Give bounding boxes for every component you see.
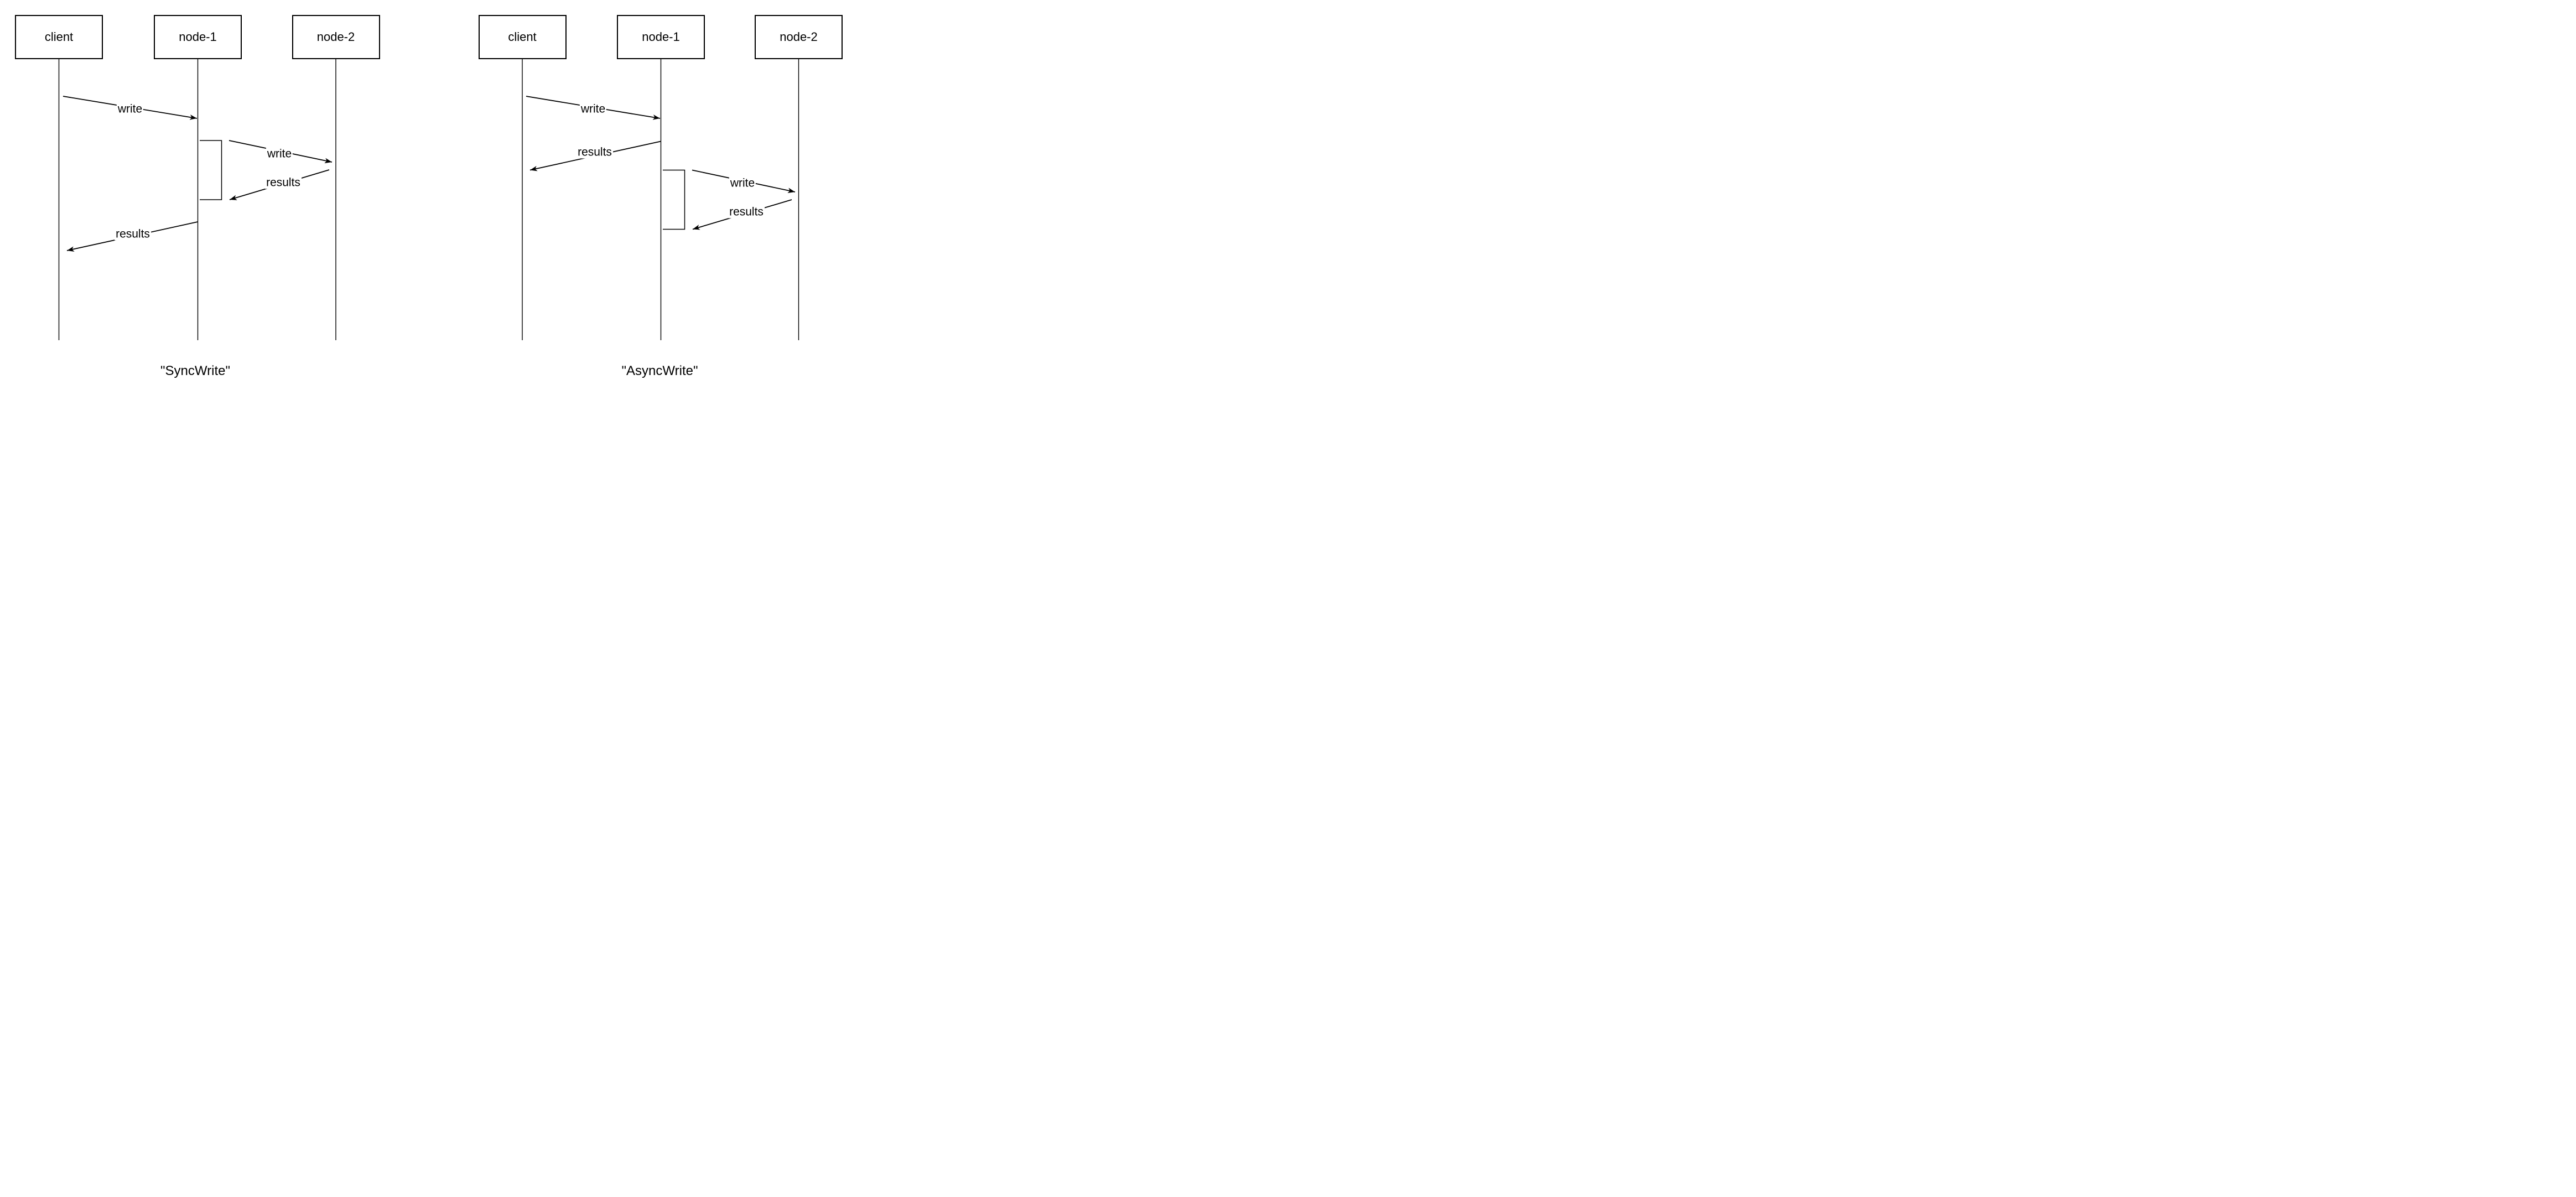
sync-diagram-lines: [58, 59, 336, 340]
actor-label: node-1: [179, 30, 217, 44]
diagram-lines-layer: [58, 59, 799, 340]
actor-box-client: client: [15, 15, 103, 59]
actor-label: node-2: [316, 30, 355, 44]
message-label-results: results: [265, 176, 302, 189]
activation-bar-node-1: [663, 169, 685, 230]
sequence-diagram-canvas: client node-1 node-2 client node-1 node-…: [0, 0, 859, 399]
diagram-caption-asyncwrite: "AsyncWrite": [621, 363, 698, 378]
message-label-write: write: [729, 176, 756, 190]
diagram-caption-syncwrite: "SyncWrite": [160, 363, 230, 378]
message-label-results: results: [115, 227, 151, 241]
actor-label: client: [44, 30, 74, 44]
message-label-results: results: [728, 205, 765, 218]
actor-label: client: [508, 30, 537, 44]
message-label-results: results: [577, 145, 613, 159]
message-label-write: write: [116, 102, 144, 116]
message-label-write: write: [266, 147, 293, 160]
message-label-write: write: [579, 102, 607, 116]
activation-bar-node-1: [200, 140, 222, 200]
async-diagram-lines: [522, 59, 799, 340]
actor-box-client: client: [478, 15, 567, 59]
actor-box-node-1: node-1: [617, 15, 705, 59]
actor-label: node-2: [780, 30, 818, 44]
actor-box-node-1: node-1: [154, 15, 242, 59]
actor-box-node-2: node-2: [755, 15, 843, 59]
actor-box-node-2: node-2: [292, 15, 380, 59]
actor-label: node-1: [642, 30, 680, 44]
